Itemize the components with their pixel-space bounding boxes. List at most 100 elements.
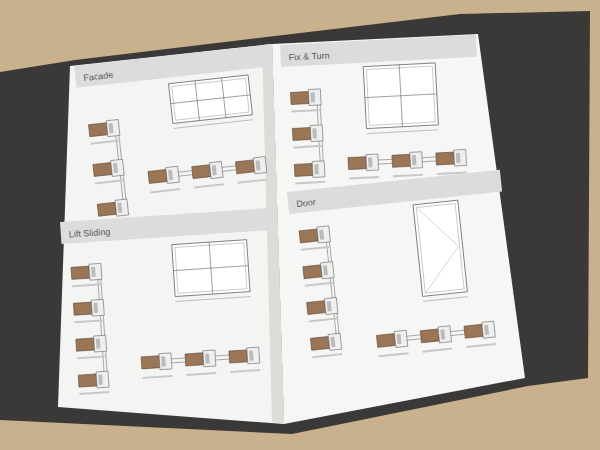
gasket [368,157,373,167]
timber-profile [307,301,326,315]
caption-mark [309,317,339,322]
gasket [93,303,98,313]
gasket [314,164,319,174]
metal-profile [312,161,325,178]
binder-cover [0,11,590,434]
timber-profile [185,353,204,366]
section-header-band: Facade [74,44,271,87]
gasket [330,337,335,347]
metal-profile [438,326,452,343]
metal-profile [366,154,379,171]
caption-mark [422,348,452,353]
metal-profile [209,161,223,178]
caption-mark [312,353,342,358]
metal-profile [115,199,129,216]
gasket [212,165,217,175]
metal-profile [106,119,120,136]
caption-mark [379,352,409,357]
window-elevation [363,63,438,129]
gasket [117,203,122,213]
timber-profile [436,152,455,165]
metal-profile [321,262,335,279]
timber-profile [392,154,411,167]
timber-profile [294,163,313,176]
timber-profile [97,202,116,216]
section-title: Fix & Turn [288,49,330,63]
transom [365,94,437,98]
timber-profile [89,123,108,137]
timber-profile [148,170,167,184]
dimension-line [367,130,439,134]
metal-profile [394,330,408,347]
window-elevation [169,75,253,124]
caption-mark [194,183,224,188]
timber-profile [73,302,92,315]
timber-profile [78,374,97,387]
transom [171,95,251,104]
metal-profile [111,159,125,176]
timber-profile [76,338,95,351]
timber-profile [71,266,90,279]
metal-profile [94,335,107,352]
spine-shadow [262,44,284,424]
opening-symbol [417,205,463,292]
timber-profile [310,336,329,350]
metal-profile [159,353,172,370]
metal-profile [247,347,260,364]
metal-profile [253,157,267,174]
gasket [327,301,332,311]
gasket [323,265,328,275]
timber-profile [235,160,254,174]
timber-profile [464,324,483,338]
metal-profile [203,350,216,367]
caption-mark [238,178,268,183]
metal-profile [96,371,109,388]
gasket [456,153,461,163]
gasket [91,267,96,277]
panel-drawing [85,74,270,224]
gasket [312,128,317,138]
caption-mark [466,343,496,348]
gasket [255,160,260,170]
section-header-band: Lift Sliding [60,208,271,244]
gasket [113,163,118,173]
metal-profile [328,333,342,350]
gasket [484,325,489,335]
dimension-line [173,120,253,129]
timber-profile [93,163,112,177]
caption-mark [230,369,260,373]
panel-drawing [289,62,467,185]
caption-mark [186,372,216,376]
gasket [168,170,173,180]
caption-mark [75,319,105,323]
section-header-band: Fix & Turn [280,35,477,67]
gasket [98,375,103,385]
gasket [161,356,166,366]
caption-mark [305,282,335,287]
caption-mark [393,174,423,178]
timber-profile [141,356,160,369]
metal-profile [410,152,423,169]
metal-profile [482,321,496,338]
timber-profile [303,265,322,279]
caption-mark [295,181,325,185]
caption-mark [72,283,102,287]
dimension-line [423,297,468,302]
timber-profile [376,334,395,348]
timber-profile [299,229,318,243]
metal-profile [454,149,467,166]
transom [173,266,248,271]
caption-mark [293,145,323,149]
metal-profile [310,125,323,142]
panel-drawing [298,198,496,364]
metal-profile [166,166,180,183]
section-title: Door [296,196,317,210]
caption-mark [79,391,109,395]
gasket [109,123,114,133]
gasket [412,155,417,165]
caption-mark [91,139,121,144]
panel-drawing [70,239,261,395]
section-title: Lift Sliding [68,226,110,241]
